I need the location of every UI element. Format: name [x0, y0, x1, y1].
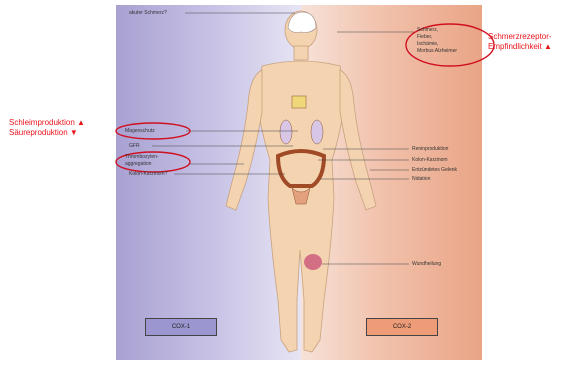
human-figure	[226, 11, 376, 352]
annotation-schleimproduktion: Schleimproduktion ▲	[9, 118, 85, 128]
label-kolon-karzinom-left: Kolon-Karzinom?	[129, 171, 167, 177]
label-schmerz: Schmerz,	[417, 27, 438, 33]
label-thrombozyten: Thrombozyten-	[125, 154, 159, 160]
label-reninproduktion: Reninproduktion	[412, 146, 448, 152]
label-entzuendetes-gelenk: Entzündetes Gelenk	[412, 167, 457, 173]
label-wundheilung: Wundheilung	[412, 261, 441, 267]
label-magenschutz: Magenschutz	[125, 128, 155, 134]
annotation-empfindlichkeit: Empfindlichkeit ▲	[488, 42, 552, 52]
label-nidation: Nidation	[412, 176, 430, 182]
label-fieber: Fieber,	[417, 34, 432, 40]
label-kolon-karzinom-right: Kolon-Karzinom	[412, 157, 448, 163]
label-gfr: GFR	[129, 143, 140, 149]
label-ischaemie: Ischämie,	[417, 41, 438, 47]
annotation-saeureproduktion: Säureproduktion ▼	[9, 128, 78, 138]
label-aggregation: aggregation	[125, 161, 151, 167]
label-morbus-alzheimer: Morbus Alzheimer	[417, 48, 457, 54]
label-akuter-schmerz: akuter Schmerz?	[129, 10, 167, 16]
cox1-box: COX-1	[145, 318, 217, 336]
annotation-schmerzrezeptor: Schmerzrezeptor-	[488, 32, 552, 42]
cox2-box: COX-2	[366, 318, 438, 336]
